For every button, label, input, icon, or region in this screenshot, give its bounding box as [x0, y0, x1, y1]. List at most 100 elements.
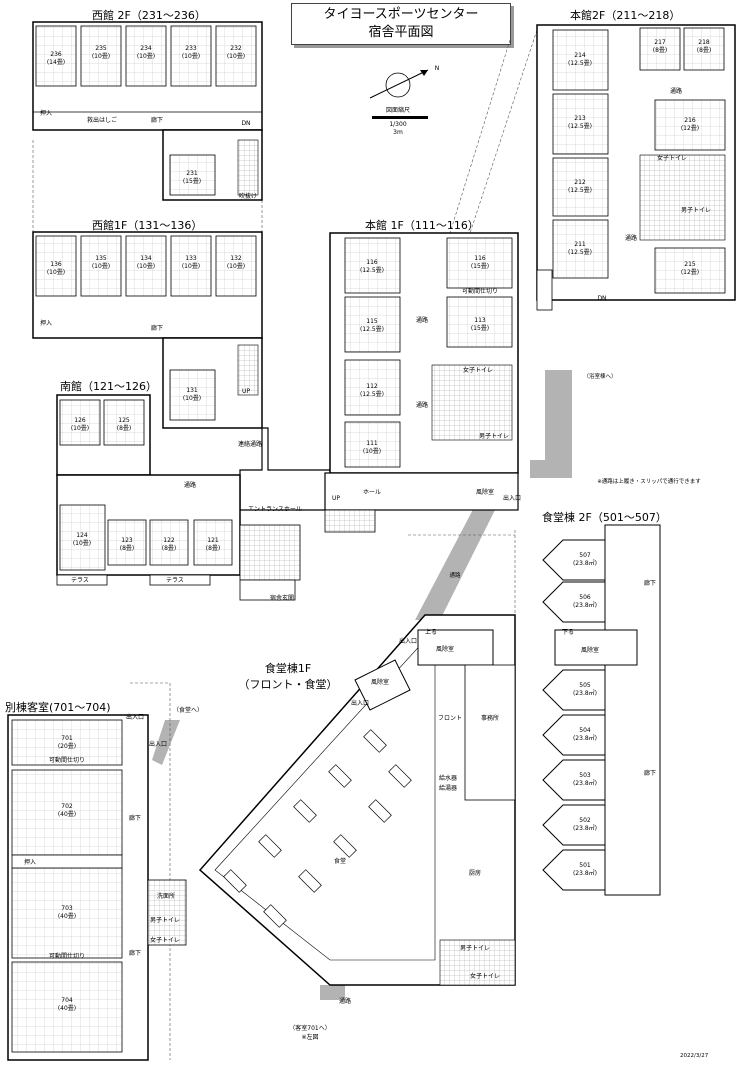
room-122-size: (8畳): [162, 545, 177, 552]
room-504-no: 504: [579, 727, 591, 734]
room-702-size: (40畳): [58, 811, 76, 818]
room-235-size: (10畳): [92, 53, 110, 60]
room-703-size: (40畳): [58, 913, 76, 920]
room-115a-size: (12.5畳): [360, 326, 384, 333]
west1f-up: UP: [242, 388, 250, 395]
dining-2f-block: [542, 524, 661, 896]
room-505-no: 505: [579, 682, 591, 689]
annex-corridor: 廊下: [129, 814, 141, 822]
section-main-1f: 本館 1F（111〜116）: [365, 218, 479, 232]
annex-oshiire: 押入: [24, 858, 36, 866]
main-1f-block: [324, 232, 519, 533]
south-terrace-2: テラス: [166, 577, 184, 584]
main1f-exit: 出入口: [503, 494, 521, 502]
dining1f-danshi: 男子トイレ: [460, 945, 490, 952]
room-217-no: 217: [654, 39, 666, 46]
west-1f-block: [32, 231, 263, 429]
room-232-size: (10畳): [227, 53, 245, 60]
room-124-no: 124: [76, 532, 88, 539]
compass-scale: 1/300: [389, 121, 406, 128]
main2f-danshi: 男子トイレ: [681, 207, 711, 214]
room-507-size: (23.8㎡): [573, 559, 597, 567]
room-126-no: 126: [74, 417, 86, 424]
room-702-no: 702: [61, 803, 73, 810]
dining1f-up: 上る: [425, 628, 437, 636]
room-121-size: (8畳): [206, 545, 221, 552]
room-502-no: 502: [579, 817, 591, 824]
room-231-size: (15畳): [183, 178, 201, 185]
section-west-2f: 西館 2F（231〜236）: [92, 8, 206, 22]
room-211-size: (12.5畳): [568, 249, 592, 256]
main1f-joshi: 女子トイレ: [463, 366, 493, 374]
room-504-size: (23.8㎡): [573, 734, 597, 742]
section-main-2f: 本館2F（211〜218）: [570, 8, 680, 22]
room-132-no: 132: [230, 255, 242, 262]
room-124-size: (10畳): [73, 540, 91, 547]
west1f-oshiire: 押入: [40, 319, 52, 327]
room-116-size: (15畳): [471, 263, 489, 270]
renraku-label: 連絡通路: [238, 440, 262, 448]
main-2f-block: [536, 24, 736, 311]
dining2f-corridor-2: 廊下: [644, 769, 656, 777]
room-136-no: 136: [50, 261, 62, 268]
dining1f-kyuusui: 給水器: [439, 774, 457, 782]
dining2f-down: 下る: [562, 629, 574, 636]
dining1f-dining: 食堂: [334, 857, 346, 865]
west1f-corridor: 廊下: [151, 324, 163, 332]
room-704-no: 704: [61, 997, 73, 1004]
compass-scale-label: 図面縮尺: [386, 106, 410, 114]
room-218-size: (8畳): [697, 47, 712, 54]
annex-block: [7, 714, 187, 1061]
room-134-no: 134: [140, 255, 152, 262]
room-211-no: 211: [574, 241, 586, 248]
main2f-corridor-2: 通路: [625, 234, 637, 242]
title-line2: 宿舎平面図: [368, 25, 434, 40]
room-116-no: 116: [474, 255, 486, 262]
room-133-no: 133: [185, 255, 197, 262]
compass-north: N: [435, 65, 440, 72]
room-134-size: (10畳): [137, 263, 155, 270]
main2f-dn: DN: [597, 295, 606, 302]
west2f-dn: DN: [241, 120, 250, 127]
room-234-size: (10畳): [137, 53, 155, 60]
south-corridor: 通路: [184, 481, 196, 489]
room-704-size: (40畳): [58, 1005, 76, 1012]
section-west-1f: 西館1F（131〜136）: [92, 218, 202, 232]
dining1f-wind-2: 風除室: [371, 678, 389, 686]
room-231-no: 231: [186, 170, 198, 177]
room-506-size: (23.8㎡): [573, 601, 597, 609]
plan-title: タイヨースポーツセンター 宿舎平面図: [291, 3, 511, 45]
compass-bar: 3m: [393, 129, 403, 136]
room-135-size: (10畳): [92, 263, 110, 270]
dining1f-joshi: 女子トイレ: [470, 972, 500, 980]
room-122-no: 122: [163, 537, 175, 544]
main2f-corridor: 通路: [670, 87, 682, 95]
dining1f-exit-2: 出入口: [351, 699, 369, 707]
annex-kadou-2: 可動間仕切り: [49, 952, 85, 960]
room-506-no: 506: [579, 594, 591, 601]
room-235-no: 235: [95, 45, 107, 52]
room-214-size: (12.5畳): [568, 60, 592, 67]
room-236-no: 236: [50, 51, 62, 58]
entrance-hall-label: エントランスホール: [248, 506, 302, 513]
south-block: [56, 394, 301, 601]
main1f-up: UP: [332, 495, 340, 502]
room-114-no: 116: [366, 259, 378, 266]
room-233-size: (10畳): [182, 53, 200, 60]
dining1f-wind: 風除室: [436, 645, 454, 653]
room-125-no: 125: [118, 417, 130, 424]
room-126-size: (10畳): [71, 425, 89, 432]
room-215-no: 215: [684, 261, 696, 268]
room-111-no: 111: [366, 440, 378, 447]
section-dining-1f-a: 食堂棟1F: [265, 661, 311, 675]
main1f-hall: ホール: [363, 489, 381, 496]
room-218-no: 218: [698, 39, 710, 46]
dining1f-kyuusui2: 給湯器: [439, 784, 457, 792]
compass: [369, 69, 429, 119]
room-232-no: 232: [230, 45, 242, 52]
room-125-size: (8畳): [117, 425, 132, 432]
room-123-size: (8畳): [120, 545, 135, 552]
shukusha-genkan: 宿舎玄関: [270, 594, 294, 602]
room-113-size: (15畳): [471, 325, 489, 332]
room-503-size: (23.8㎡): [573, 779, 597, 787]
